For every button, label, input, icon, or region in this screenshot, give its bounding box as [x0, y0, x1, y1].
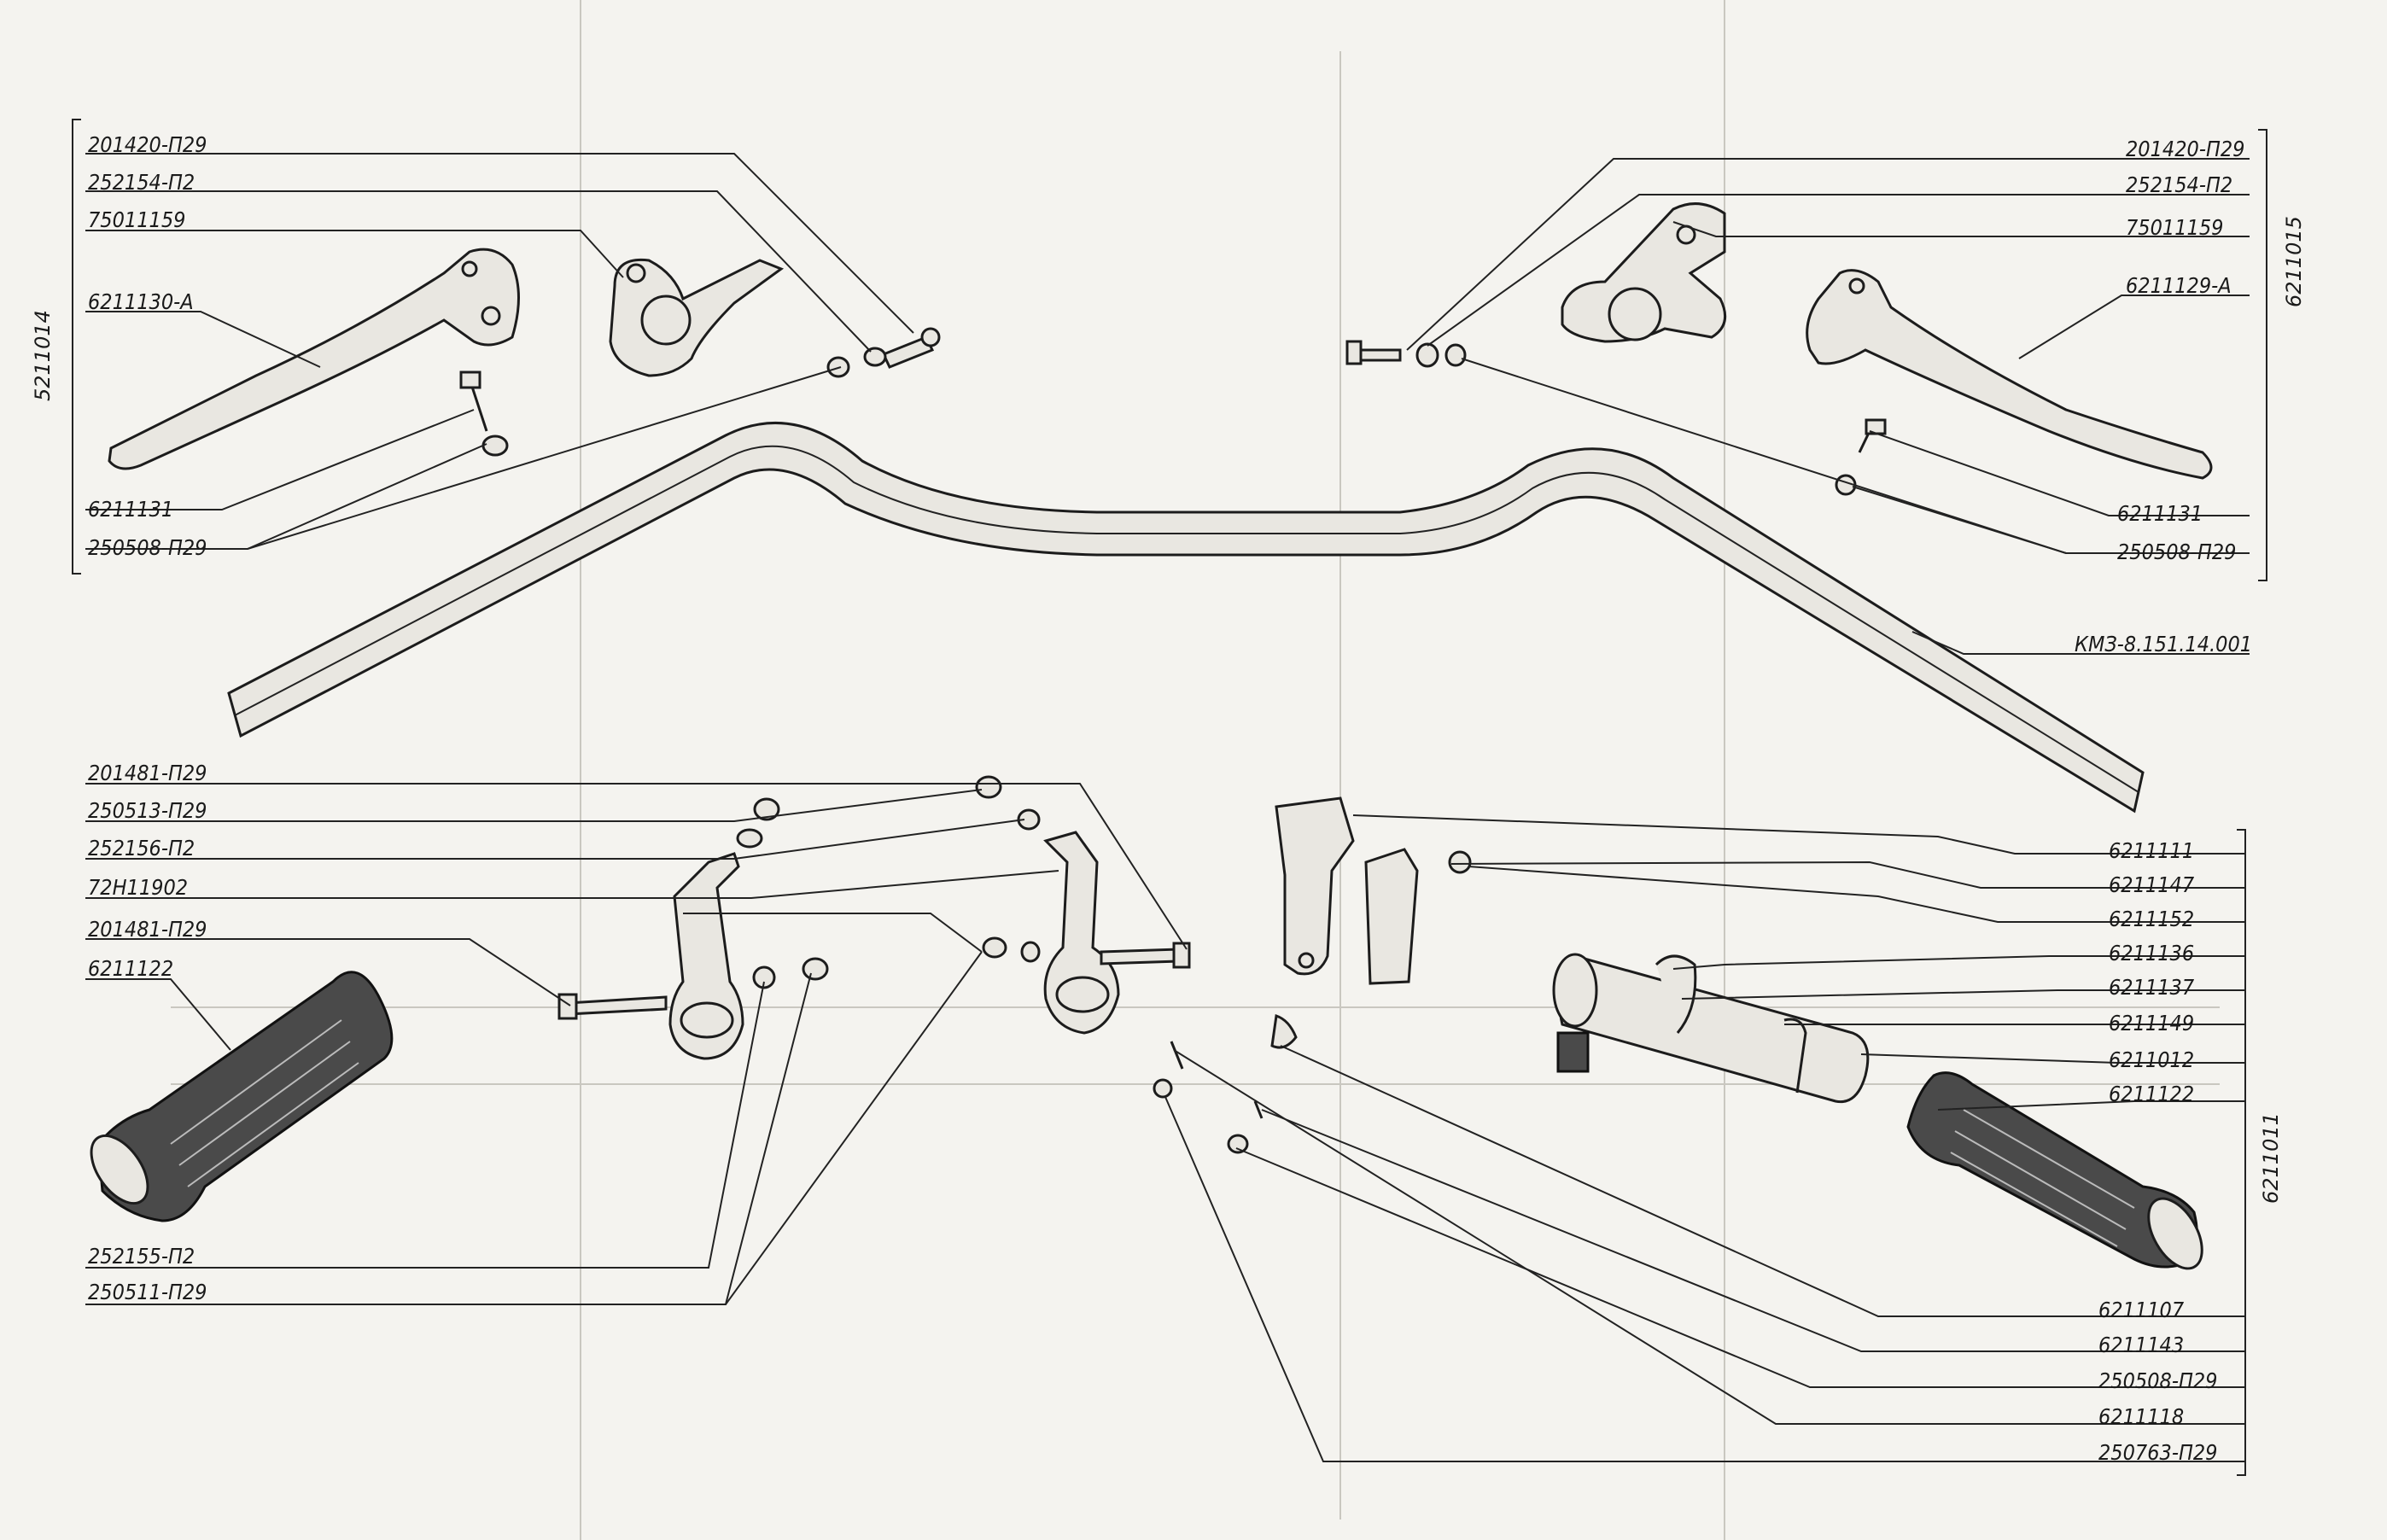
- label-handlebar: КМЗ-8.151.14.001: [2075, 632, 2252, 656]
- label-250511: 250511-П29: [88, 1280, 207, 1304]
- left-bar-clamp: [557, 852, 744, 1060]
- label-6211130: 6211130-А: [88, 289, 194, 314]
- label-6211149: 6211149: [2109, 1011, 2194, 1035]
- label-6211131-left: 6211131: [88, 497, 173, 522]
- label-201481-a: 201481-П29: [88, 761, 207, 785]
- right-lever-clamp: [1561, 202, 1727, 343]
- label-252156: 252156-П2: [88, 836, 195, 860]
- group-label-left: 5211014: [31, 310, 55, 401]
- label-6211131-right: 6211131: [2117, 501, 2203, 526]
- right-bar-clamp: [1043, 831, 1191, 1035]
- part-labels: 201420-П29 252154-П2 75011159 6211130-А …: [88, 132, 2252, 1465]
- label-250508-bottom: 250508-П29: [2098, 1368, 2218, 1393]
- label-75011159-right: 75011159: [2126, 215, 2223, 240]
- label-250763: 250763-П29: [2098, 1440, 2218, 1465]
- label-6211012: 6211012: [2109, 1047, 2194, 1072]
- label-6211137: 6211137: [2109, 975, 2195, 1000]
- throttle-tube: [1552, 953, 1870, 1104]
- right-hardware: [1345, 340, 1887, 496]
- label-6211122-left: 6211122: [88, 956, 173, 981]
- group-label-right: 6211015: [2282, 216, 2306, 307]
- left-grip: [90, 971, 394, 1222]
- label-252155: 252155-П2: [88, 1244, 195, 1269]
- label-252154-left: 252154-П2: [88, 170, 195, 195]
- handlebar-tube: [227, 421, 2145, 814]
- group-label-bottom: 6211011: [2259, 1112, 2283, 1204]
- label-250508-left: 250508-П29: [88, 535, 207, 560]
- center-washers-nuts: [736, 775, 1041, 989]
- small-screws-bottom: [1153, 1014, 1298, 1154]
- label-75011159-left: 75011159: [88, 207, 185, 232]
- leader-lines: [85, 153, 2250, 1462]
- label-6211122-right: 6211122: [2109, 1082, 2194, 1106]
- label-201420-right: 201420-П29: [2126, 137, 2245, 161]
- left-lever-clamp: [609, 258, 785, 377]
- left-clutch-lever: [108, 248, 520, 470]
- label-6211129: 6211129-А: [2126, 273, 2232, 298]
- throttle-housing: [1275, 796, 1472, 985]
- label-250508-right: 250508-П29: [2117, 540, 2237, 564]
- label-6211152: 6211152: [2109, 907, 2194, 931]
- label-250513: 250513-П29: [88, 798, 207, 823]
- group-bracket-right: 6211015: [2258, 129, 2306, 581]
- right-grip: [1906, 1071, 2203, 1270]
- label-6211147: 6211147: [2109, 872, 2195, 897]
- label-6211111: 6211111: [2109, 838, 2194, 863]
- label-72h11902: 72Н11902: [88, 875, 188, 900]
- label-6211118: 6211118: [2098, 1404, 2184, 1429]
- label-201481-b: 201481-П29: [88, 917, 207, 942]
- group-bracket-bottom: 6211011: [2237, 829, 2283, 1476]
- label-201420-left: 201420-П29: [88, 132, 207, 157]
- left-hardware: [459, 327, 941, 457]
- group-bracket-left: 5211014: [31, 119, 81, 575]
- label-6211107: 6211107: [2098, 1298, 2185, 1322]
- label-6211136: 6211136: [2109, 941, 2194, 965]
- label-252154-right: 252154-П2: [2126, 172, 2232, 197]
- background-ghost-lines: [171, 0, 2220, 1540]
- right-brake-lever: [1806, 269, 2213, 480]
- label-6211143: 6211143: [2098, 1333, 2184, 1357]
